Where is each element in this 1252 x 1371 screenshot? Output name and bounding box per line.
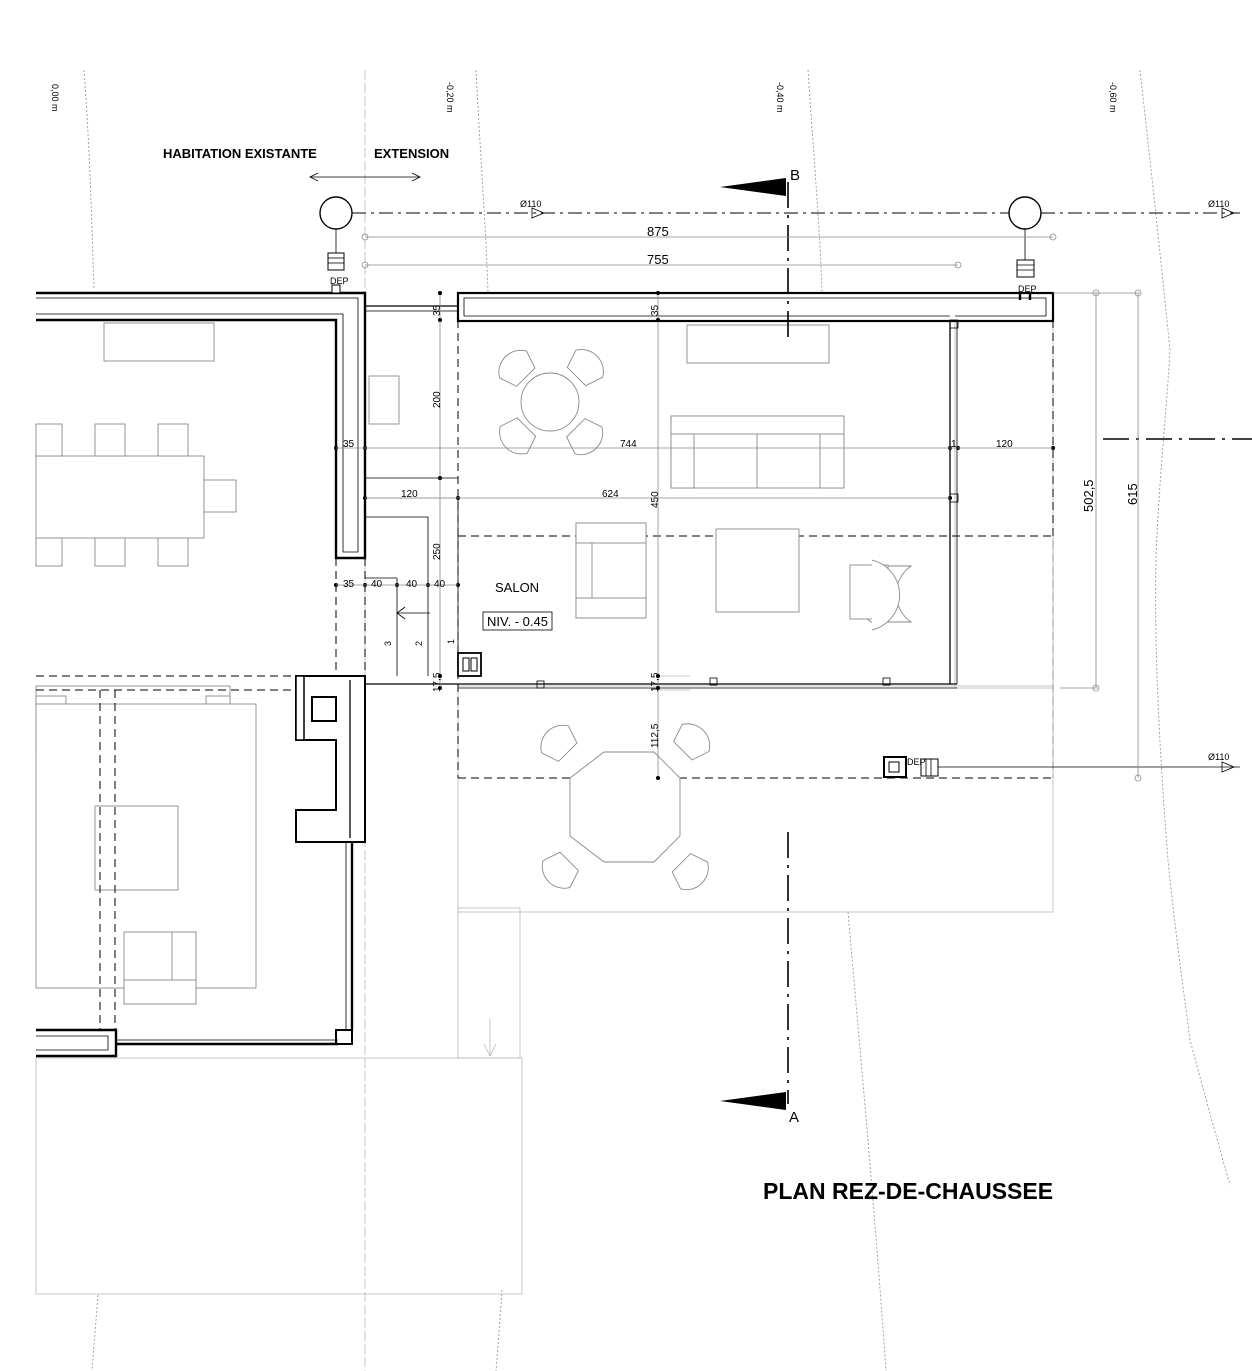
dimension-bay: 17,5: [650, 672, 661, 692]
pipe-diameter-label: Ø110: [1208, 199, 1229, 209]
contour-level-label: 0,00 m: [50, 84, 60, 112]
plan-title: PLAN REZ-DE-CHAUSSEE: [763, 1178, 1053, 1204]
dimension-room-width: 744: [620, 439, 637, 450]
dimension-terrace-depth: 112,5: [650, 723, 661, 748]
salon-furniture: [498, 324, 913, 631]
room-level: NIV. - 0.45: [487, 614, 548, 629]
dimension-wall: 35: [343, 439, 355, 450]
step-number: 3: [383, 641, 393, 646]
dimension-depth-2: 250: [432, 543, 443, 560]
dimension-wall: 35: [432, 304, 443, 316]
extension: [365, 291, 1055, 779]
drain-label: DEP: [330, 276, 349, 286]
level-box: [482, 611, 553, 631]
dimensions: 875 755 502,5 615 35 35 200: [334, 224, 1142, 782]
dimension-stair-col: 40: [406, 579, 418, 590]
drain-label: DEP: [1018, 284, 1037, 294]
contour-level-label: -0,60 m: [1108, 82, 1118, 113]
dimension-bay: 17,5: [432, 672, 443, 692]
section-line: B A: [720, 167, 1252, 1126]
drain-label: DEP: [907, 757, 926, 767]
dimension-wall-side: 1: [951, 439, 957, 450]
dimension-interior-width: 755: [647, 252, 669, 267]
pipe-diameter-label: Ø110: [1208, 752, 1229, 762]
dimension-depth-3: 450: [650, 491, 661, 508]
dimension-height-outer: 615: [1125, 483, 1140, 505]
dimension-stair-width: 120: [401, 489, 418, 500]
dimension-wall: 35: [650, 304, 661, 316]
section-arrow-bottom: [720, 1092, 786, 1110]
pipe-diameter-label: Ø110: [520, 199, 541, 209]
dimension-terrace-side: 120: [996, 439, 1013, 450]
dimension-stair-col: 40: [371, 579, 383, 590]
step-number: 1: [446, 639, 456, 644]
step-number: 2: [414, 641, 424, 646]
zone-label-extension: EXTENSION: [374, 146, 449, 161]
section-arrow-top: [720, 178, 786, 196]
dimension-wall: 35: [343, 579, 355, 590]
room-salon: SALON NIV. - 0.45: [482, 580, 553, 631]
contour-level-label: -0,40 m: [775, 82, 785, 113]
zone-label-existing: HABITATION EXISTANTE: [163, 146, 317, 161]
dimension-room-width-2: 624: [602, 489, 619, 500]
dimension-overall-width: 875: [647, 224, 669, 239]
terrace-furniture: [483, 723, 711, 1057]
section-label-bottom: A: [789, 1109, 799, 1126]
terrain-contours: [83, 69, 1231, 1371]
contour-labels: 0,00 m -0,20 m -0,40 m -0,60 m: [50, 82, 1118, 113]
room-name: SALON: [495, 580, 539, 595]
dimension-height-inner: 502,5: [1081, 479, 1096, 512]
existing-house: [35, 291, 367, 1058]
contour-level-label: -0,20 m: [445, 82, 455, 113]
drainage: DEP DEP Ø110 Ø110 DEP Ø110: [319, 196, 1240, 778]
dimension-stair-col: 40: [434, 579, 446, 590]
section-label-top: B: [790, 167, 800, 184]
dimension-depth-1: 200: [432, 391, 443, 408]
